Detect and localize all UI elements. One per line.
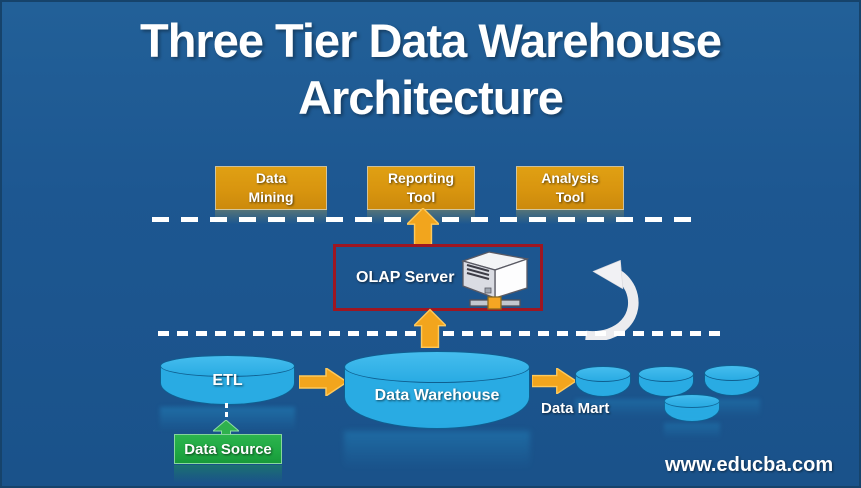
cylinder-top (160, 355, 295, 377)
right-arrow-icon (299, 368, 347, 396)
page-title-line1: Three Tier Data Warehouse (140, 14, 722, 67)
etl-cylinder: ETL (160, 355, 295, 405)
data-source-label: Data Source (184, 440, 272, 458)
page-title: Three Tier Data Warehouse Architecture (2, 12, 859, 126)
reporting-tool-box: Reporting Tool (367, 166, 475, 210)
data-mining-box: Data Mining (215, 166, 327, 210)
reflection (344, 431, 530, 469)
server-icon (460, 251, 530, 310)
up-arrow-icon (407, 208, 439, 246)
olap-server-box: OLAP Server (333, 244, 543, 311)
analysis-tool-label-line1: Analysis (541, 170, 599, 186)
data-mart-cylinder (704, 365, 760, 396)
page-title-line2: Architecture (298, 71, 564, 124)
cylinder-top (704, 365, 760, 381)
up-arrow-icon (414, 308, 446, 349)
analysis-tool-label-line2: Tool (555, 189, 585, 205)
data-mart-label: Data Mart (541, 400, 610, 417)
reporting-tool-label-line2: Tool (406, 189, 436, 205)
data-mart-cylinder (575, 366, 631, 397)
data-source-box: Data Source (174, 434, 282, 464)
olap-server-label: OLAP Server (356, 268, 455, 286)
cylinder-top (344, 351, 530, 383)
cylinder-top (575, 366, 631, 382)
watermark: www.educba.com (665, 454, 834, 476)
data-warehouse-label: Data Warehouse (374, 387, 500, 404)
data-warehouse-cylinder: Data Warehouse (344, 351, 530, 429)
data-mining-label-line1: Data (255, 170, 287, 186)
green-up-arrow-icon (213, 420, 239, 436)
reflection (174, 465, 282, 483)
source-connector-line (225, 403, 228, 421)
curved-arrow-icon (585, 260, 639, 340)
data-mining-label-line2: Mining (248, 189, 294, 205)
data-mart-cylinder (664, 394, 720, 422)
analysis-tool-box: Analysis Tool (516, 166, 624, 210)
etl-label: ETL (212, 372, 243, 389)
cylinder-top (664, 394, 720, 408)
cylinder-top (638, 366, 694, 382)
right-arrow-icon (532, 368, 576, 394)
data-mart-cylinder (638, 366, 694, 397)
reporting-tool-label-line1: Reporting (387, 170, 455, 186)
reflection (664, 423, 720, 439)
